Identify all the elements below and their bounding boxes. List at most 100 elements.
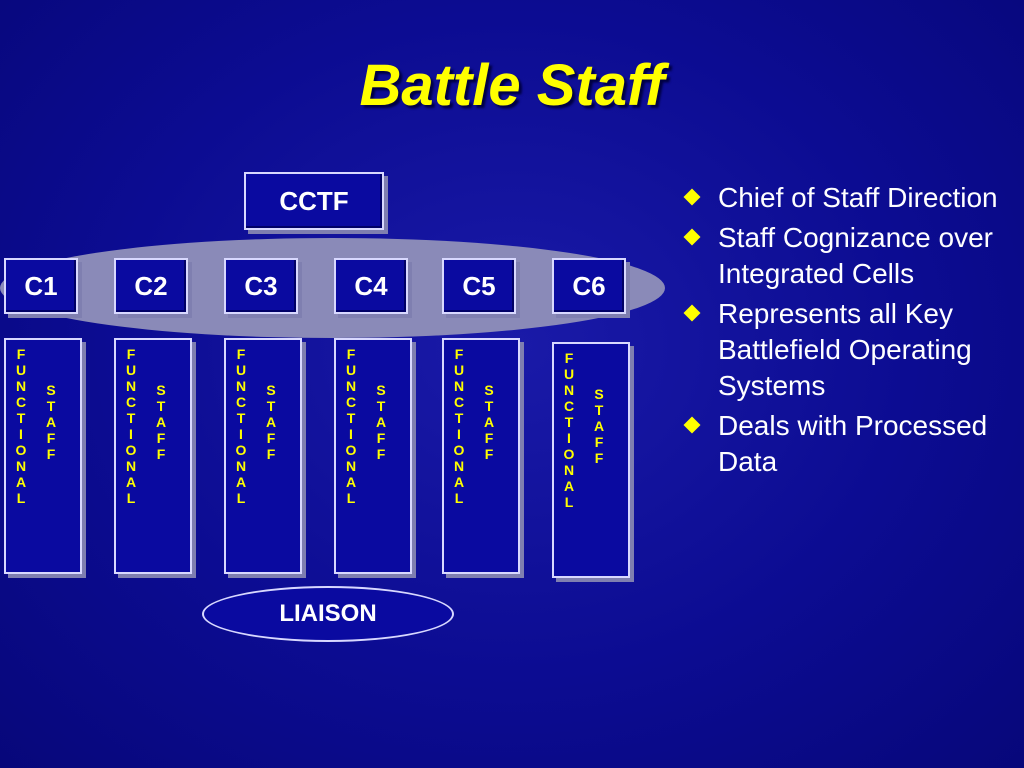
- letter: O: [563, 446, 575, 462]
- bullet-text: Chief of Staff Direction: [718, 182, 998, 213]
- letter: T: [236, 410, 246, 426]
- letter: A: [15, 474, 27, 490]
- letter: L: [126, 490, 136, 506]
- letter: T: [454, 410, 464, 426]
- letter: N: [235, 378, 247, 394]
- letter: N: [125, 458, 137, 474]
- letter: F: [564, 350, 574, 366]
- letter: S: [156, 382, 166, 398]
- letter: N: [563, 462, 575, 478]
- staff-box-c3: C3: [224, 258, 298, 314]
- bullet-item: Chief of Staff Direction: [680, 180, 1020, 216]
- liaison-ellipse: LIAISON: [202, 586, 454, 642]
- letter: F: [346, 346, 356, 362]
- letter: O: [235, 442, 247, 458]
- letter: F: [266, 446, 276, 462]
- diamond-bullet-icon: [683, 188, 701, 206]
- letter: A: [563, 478, 575, 494]
- letter: A: [453, 474, 465, 490]
- letter: L: [564, 494, 574, 510]
- letter: C: [453, 394, 465, 410]
- staff-box-c1: C1: [4, 258, 78, 314]
- letter: N: [15, 378, 27, 394]
- letter: N: [15, 458, 27, 474]
- letter: S: [266, 382, 276, 398]
- letter: F: [156, 446, 166, 462]
- letter: F: [236, 346, 246, 362]
- letter: T: [484, 398, 494, 414]
- letter: N: [345, 378, 357, 394]
- letter: C: [15, 394, 27, 410]
- letter: I: [457, 426, 461, 442]
- letter: L: [16, 490, 26, 506]
- letter: L: [454, 490, 464, 506]
- letter: L: [346, 490, 356, 506]
- letter: A: [483, 414, 495, 430]
- letter: T: [156, 398, 166, 414]
- staff-box-c4: C4: [334, 258, 408, 314]
- staff-box-c6: C6: [552, 258, 626, 314]
- letter: A: [375, 414, 387, 430]
- letter: T: [126, 410, 136, 426]
- letter: L: [236, 490, 246, 506]
- letter: I: [239, 426, 243, 442]
- letter: C: [345, 394, 357, 410]
- letter: T: [564, 414, 574, 430]
- slide-title: Battle Staff: [359, 53, 665, 118]
- diamond-bullet-icon: [683, 228, 701, 246]
- letter: N: [235, 458, 247, 474]
- letter: I: [19, 426, 23, 442]
- letter: F: [266, 430, 276, 446]
- letter: F: [376, 430, 386, 446]
- letter: F: [376, 446, 386, 462]
- letter: T: [346, 410, 356, 426]
- bullet-text: Represents all Key Battlefield Operating…: [718, 298, 972, 401]
- letter: N: [453, 458, 465, 474]
- letter: F: [156, 430, 166, 446]
- letter: F: [46, 446, 56, 462]
- letter: U: [15, 362, 27, 378]
- letter: A: [125, 474, 137, 490]
- letter: A: [265, 414, 277, 430]
- staff-box-c5: C5: [442, 258, 516, 314]
- letter: N: [563, 382, 575, 398]
- letter: I: [129, 426, 133, 442]
- bullet-item: Represents all Key Battlefield Operating…: [680, 296, 1020, 404]
- letter: S: [46, 382, 56, 398]
- letter: T: [376, 398, 386, 414]
- letter: A: [235, 474, 247, 490]
- letter: S: [484, 382, 494, 398]
- letter: O: [453, 442, 465, 458]
- letter: S: [594, 386, 604, 402]
- letter: U: [125, 362, 137, 378]
- letter: T: [16, 410, 26, 426]
- letter: F: [16, 346, 26, 362]
- letter: O: [15, 442, 27, 458]
- cctf-box: CCTF: [244, 172, 384, 230]
- letter: I: [567, 430, 571, 446]
- letter: F: [46, 430, 56, 446]
- letter: U: [235, 362, 247, 378]
- letter: A: [45, 414, 57, 430]
- letter: T: [594, 402, 604, 418]
- bullet-text: Deals with Processed Data: [718, 410, 988, 477]
- letter: C: [235, 394, 247, 410]
- diamond-bullet-icon: [683, 304, 701, 322]
- diamond-bullet-icon: [683, 416, 701, 434]
- bullet-item: Deals with Processed Data: [680, 408, 1020, 480]
- letter: F: [594, 434, 604, 450]
